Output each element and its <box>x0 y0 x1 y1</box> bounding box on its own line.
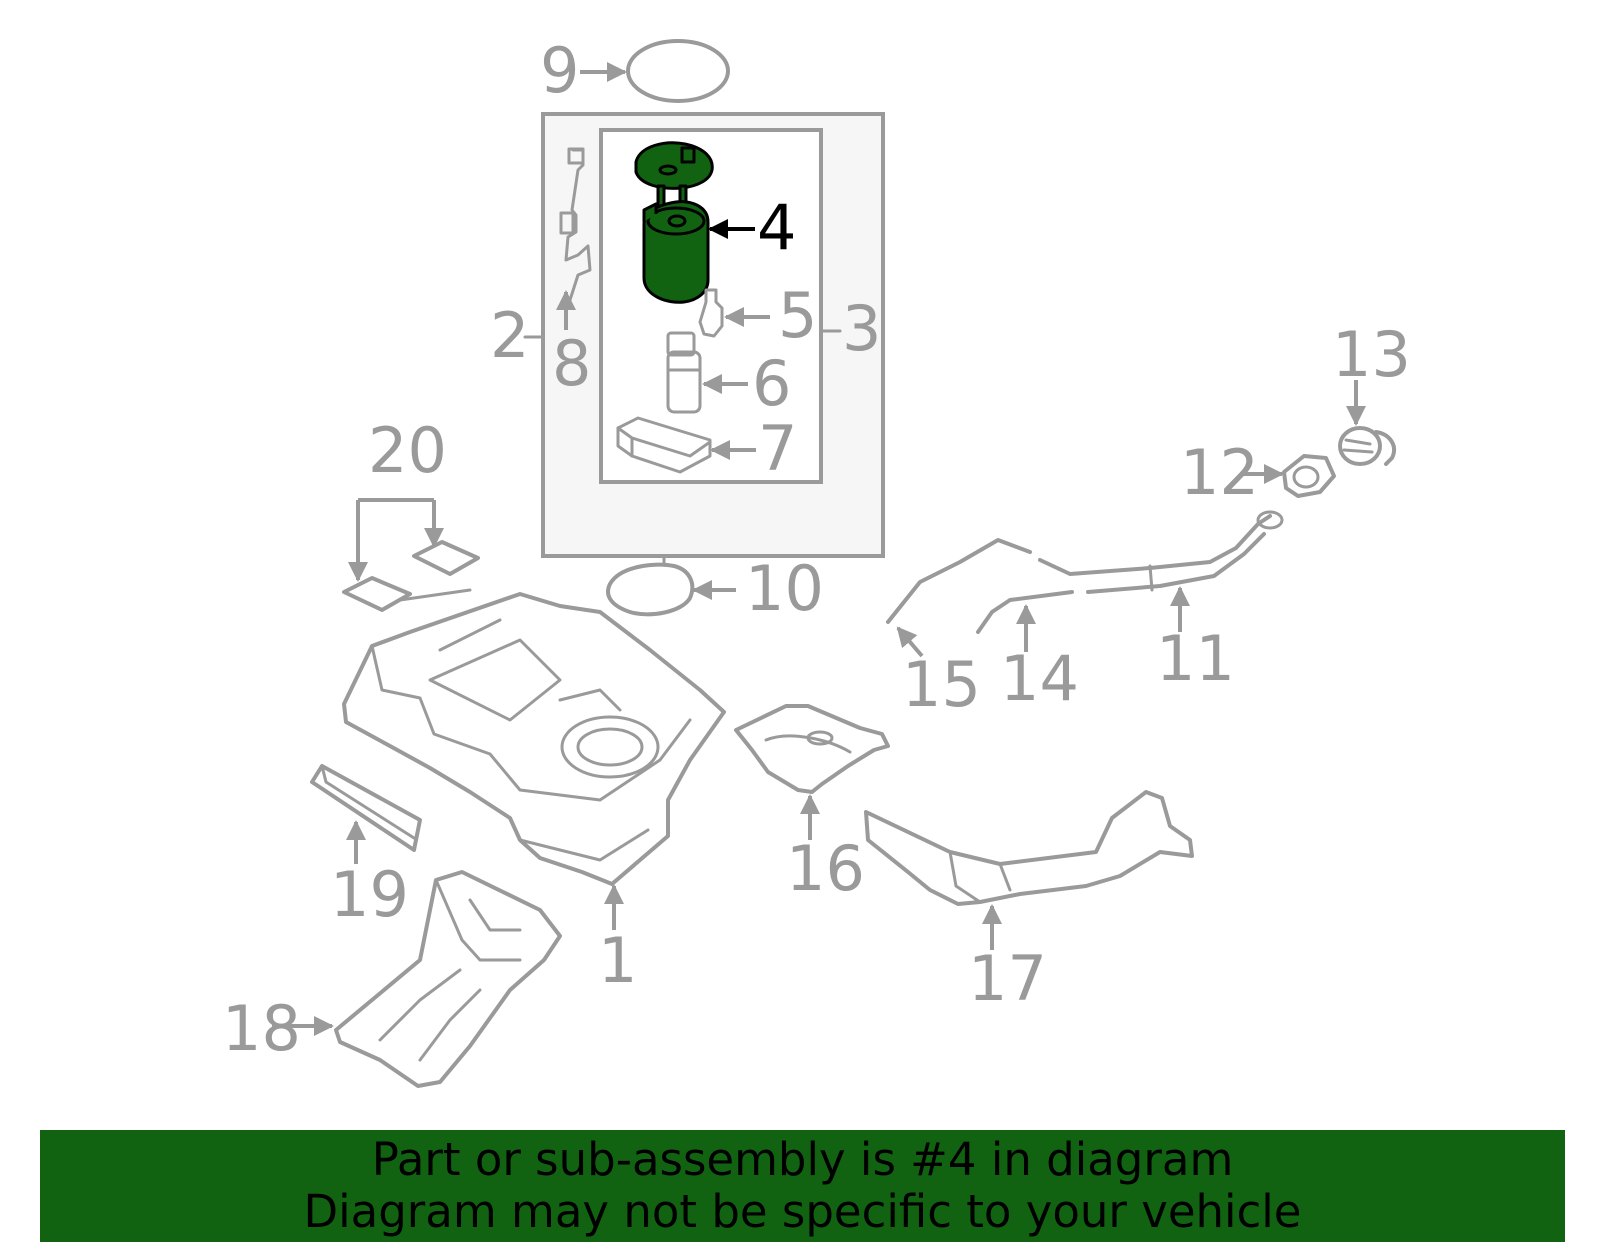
part-13-fuel-cap[interactable] <box>1338 426 1396 466</box>
callout-5[interactable]: 5 <box>778 279 817 352</box>
callout-18[interactable]: 18 <box>222 992 301 1065</box>
part-9-gasket[interactable] <box>626 39 730 103</box>
part-1-fuel-tank[interactable] <box>342 588 726 886</box>
callout-9[interactable]: 9 <box>540 34 579 107</box>
callout-12[interactable]: 12 <box>1180 436 1259 509</box>
callout-15[interactable]: 15 <box>902 648 981 721</box>
part-7-filter[interactable] <box>616 416 712 474</box>
part-16-bracket[interactable] <box>734 704 890 794</box>
callout-2[interactable]: 2 <box>490 299 529 372</box>
callout-3[interactable]: 3 <box>842 292 881 365</box>
assembly-3-box <box>599 128 823 484</box>
part-15-vent-tube[interactable] <box>886 538 1032 624</box>
callout-19[interactable]: 19 <box>330 858 409 931</box>
part-6-fuel-pump[interactable] <box>666 331 702 414</box>
part-4-fuel-pump-module[interactable] <box>634 141 714 304</box>
part-18-heat-shield[interactable] <box>334 870 562 1088</box>
part-12-filler-housing[interactable] <box>1282 454 1336 498</box>
callout-10[interactable]: 10 <box>745 552 824 625</box>
part-14-hose[interactable] <box>976 590 1074 634</box>
part-5-valve[interactable] <box>698 288 724 338</box>
callout-8[interactable]: 8 <box>552 327 591 400</box>
banner-line-2: Diagram may not be specific to your vehi… <box>303 1185 1302 1238</box>
part-8-sender[interactable] <box>559 147 592 302</box>
callout-4[interactable]: 4 <box>757 191 796 264</box>
callout-17[interactable]: 17 <box>968 942 1047 1015</box>
part-19-pad[interactable] <box>310 764 422 852</box>
info-banner: Part or sub-assembly is #4 in diagram Di… <box>40 1130 1565 1242</box>
callout-13[interactable]: 13 <box>1332 318 1411 391</box>
part-11-filler-pipe[interactable] <box>1038 510 1284 594</box>
callout-11[interactable]: 11 <box>1156 622 1235 695</box>
callout-14[interactable]: 14 <box>1000 642 1079 715</box>
callout-1[interactable]: 1 <box>598 924 637 997</box>
banner-line-1: Part or sub-assembly is #4 in diagram <box>371 1133 1234 1186</box>
part-17-shield[interactable] <box>864 790 1194 906</box>
callout-6[interactable]: 6 <box>752 347 791 420</box>
callout-7[interactable]: 7 <box>758 412 797 485</box>
callout-16[interactable]: 16 <box>786 832 865 905</box>
part-10-retaining-ring[interactable] <box>606 556 695 617</box>
callout-20[interactable]: 20 <box>368 414 447 487</box>
